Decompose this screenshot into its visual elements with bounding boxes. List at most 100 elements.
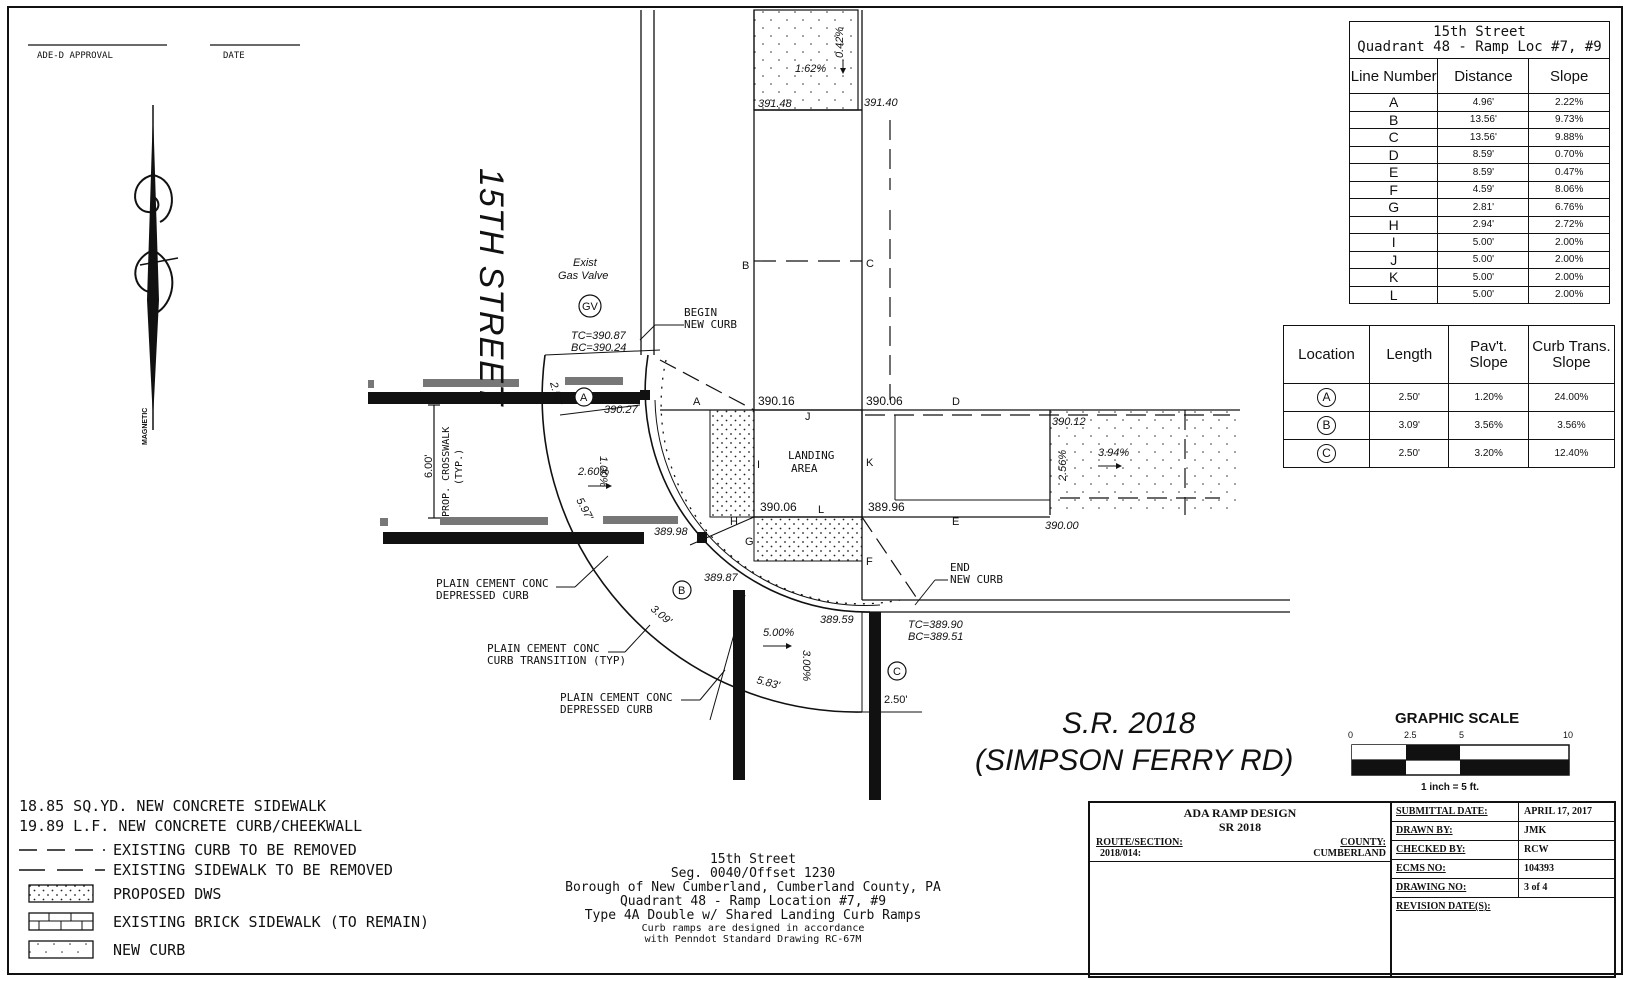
table-cell: DRAWING NO: [1396, 882, 1467, 893]
dws-pad-south [753, 516, 863, 562]
location-marker-a: A [580, 392, 588, 404]
table-cell: Type 4A Double w/ Shared Landing Curb Ra… [584, 908, 922, 923]
table-cell: 3.09' [1369, 411, 1450, 440]
table-cell: D [1348, 145, 1439, 164]
street-name-sr2018: S.R. 2018 [1062, 707, 1196, 740]
drawing-label-e39006a: 390.06 [866, 394, 903, 408]
table-cell: EXISTING BRICK SIDEWALK (TO REMAIN) [113, 913, 430, 931]
table-cell: 2.94' [1437, 215, 1530, 234]
tb-row: REVISION DATE(S): [1392, 898, 1614, 916]
drawing-label-e39006b: 390.06 [760, 500, 797, 514]
table-cell: SUBMITTAL DATE: [1396, 806, 1488, 817]
table-cell: COUNTY: [1340, 837, 1386, 848]
drawing-label-transition_a: PLAIN CEMENT CONC [487, 642, 600, 655]
graphic-scale-bar [1351, 744, 1570, 776]
tb-title: ADA RAMP DESIGN [1183, 806, 1297, 820]
table-cell: L [1348, 285, 1439, 304]
drawing-label-depressed1a: PLAIN CEMENT CONC [436, 577, 549, 590]
tb-row: CHECKED BY: RCW [1392, 841, 1614, 860]
drawing-label-t0: 0 [1348, 730, 1353, 740]
table-cell: B [1317, 416, 1337, 435]
table-cell: 4.59' [1437, 180, 1530, 199]
drawing-label-e38987: 389.87 [704, 572, 739, 584]
drawing-label-5: F [866, 556, 873, 568]
table-cell: NEW CURB [113, 941, 186, 959]
drawing-label-2: C [866, 258, 874, 270]
drawing-label-11: L [818, 504, 824, 516]
table-cell: F [1348, 180, 1439, 199]
table-cell: 1.20% [1448, 383, 1529, 412]
table-cell: 9.88% [1528, 128, 1610, 147]
drawing-label-gv: GV [582, 301, 599, 313]
drawing-label-s162: 1.62% [795, 63, 826, 75]
street-name-simpson: (SIMPSON FERRY RD) [975, 744, 1293, 777]
graphic-scale-title: GRAPHIC SCALE [1395, 710, 1519, 727]
header-line-number: Line Number [1348, 58, 1439, 94]
table-cell: A [1348, 93, 1439, 112]
table-cell: 8.59' [1437, 163, 1530, 182]
drawing-label-new_curb2: NEW CURB [950, 573, 1003, 586]
drawing-label-1: B [742, 260, 749, 272]
table-cell: EXISTING SIDEWALK TO BE REMOVED [113, 861, 393, 879]
table-cell: K [1348, 268, 1439, 287]
drawing-label-d309: 3.09' [648, 603, 674, 628]
line-table-title: 15th Street [1433, 24, 1526, 40]
table-cell: REVISION DATE(S): [1396, 901, 1491, 912]
table-cell: E [1348, 163, 1439, 182]
drawing-label-bc2: BC=389.51 [908, 631, 963, 643]
line-table-subtitle: Quadrant 48 - Ramp Loc #7, #9 [1357, 39, 1602, 55]
drawing-label-8: I [757, 459, 760, 471]
table-cell: 6.76% [1528, 198, 1610, 217]
table-cell: CHECKED BY: [1396, 844, 1466, 855]
drawing-label-e39140: 391.40 [864, 97, 899, 109]
drawing-label-crosswalk: PROP. CROSSWALK [441, 427, 452, 517]
drawing-label-e38998: 389.98 [654, 526, 689, 538]
drawing-label-e38959: 389.59 [820, 614, 854, 626]
sheet-border [7, 6, 1623, 975]
tb-row: ECMS NO:104393 [1392, 860, 1614, 879]
ade-approval-label: ADE-D APPROVAL [37, 51, 113, 61]
table-cell: 3.20% [1448, 439, 1529, 468]
drawing-label-depressed1b: DEPRESSED CURB [436, 589, 529, 602]
tb-row: DRAWN BY:JMK [1392, 822, 1614, 841]
header-curb-slope: Curb Trans. Slope [1527, 325, 1616, 384]
brick-pattern-icon [28, 912, 94, 931]
table-cell: 3 of 4 [1524, 882, 1548, 893]
table-cell: 2.00% [1528, 233, 1610, 252]
table-cell: 15th Street [709, 852, 797, 867]
dash-line-icon [19, 869, 105, 871]
drawing-label-t2: 5 [1459, 730, 1464, 740]
drawing-label-9: J [805, 411, 811, 423]
new-curb-pattern-icon [28, 940, 94, 959]
table-cell: Borough of New Cumberland, Cumberland Co… [565, 880, 941, 895]
table-cell: B [1348, 110, 1439, 129]
table-cell: RCW [1524, 844, 1549, 855]
drawing-label-end: END [950, 561, 970, 574]
table-cell: 3.56% [1527, 411, 1616, 440]
magnetic-label: MAGNETIC [142, 408, 149, 445]
table-cell: G [1348, 198, 1439, 217]
location-marker-b: B [678, 585, 685, 597]
drawing-label-6: G [745, 536, 754, 548]
table-cell: 3.56% [1448, 411, 1529, 440]
drawing-label-e39016: 390.16 [758, 394, 795, 408]
table-cell: 2.00% [1528, 285, 1610, 304]
drawing-label-landing: LANDING [788, 449, 834, 462]
header-pav-slope: Pav't. Slope [1448, 325, 1529, 384]
drawing-label-d600: 6.00' [423, 454, 435, 478]
table-cell: 0.70% [1528, 145, 1610, 164]
table-cell: C [1348, 128, 1439, 147]
drawing-label-s100a: 1.00% [597, 456, 609, 487]
header-slope: Slope [1528, 58, 1610, 94]
table-cell: 8.59' [1437, 145, 1530, 164]
table-cell: 13.56' [1437, 110, 1530, 129]
legend-item: NEW CURB [19, 940, 479, 960]
drawing-label-s042: 0.42% [834, 27, 846, 58]
